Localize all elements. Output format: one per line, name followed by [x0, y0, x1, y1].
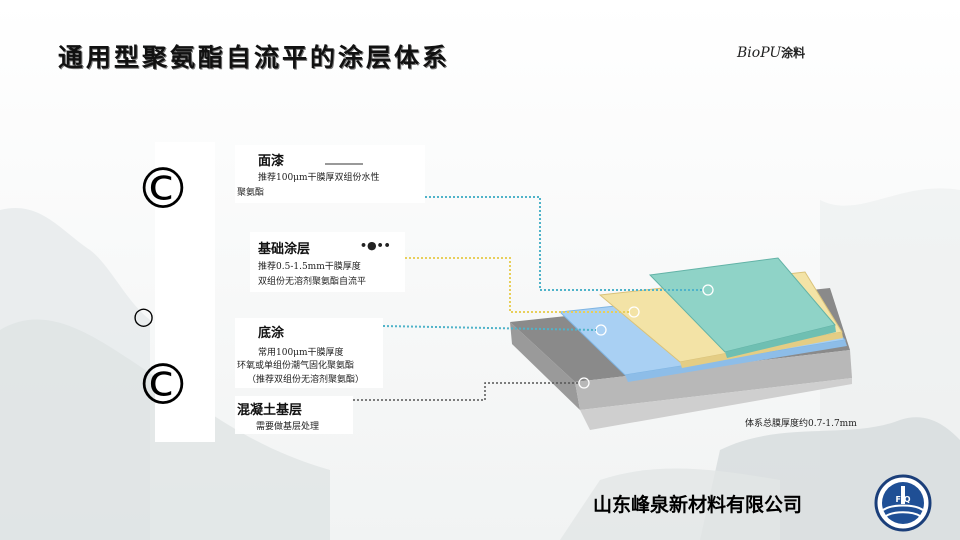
label-bg-primer: [235, 318, 383, 388]
layer-desc-primer-3: （推荐双组份无溶剂聚氨酯）: [247, 375, 365, 385]
layer-desc-primer-1: 常用100μm干膜厚度: [258, 348, 344, 358]
company-logo: F Q: [874, 474, 932, 532]
label-bg-base: [250, 232, 405, 292]
leader-line-topcoat: [425, 196, 703, 291]
layer-heading-topcoat: 面漆: [258, 154, 285, 169]
layer-desc-concrete-1: 需要做基层处理: [256, 422, 320, 432]
page-title: 通用型聚氨酯自流平的涂层体系: [58, 43, 451, 72]
copyright-icon-top: ©: [135, 157, 191, 222]
logo-letters: F Q: [895, 495, 910, 504]
company-name: 山东峰泉新材料有限公司: [593, 494, 803, 516]
layer-heading-base: 基础涂层: [258, 242, 311, 257]
layer-heading-primer: 底涂: [258, 326, 285, 341]
layer-desc-topcoat-2: 聚氨酯: [237, 188, 265, 198]
circle-icon: ○: [133, 302, 154, 330]
brand-label: BioPU涂料: [737, 45, 806, 61]
layer-desc-base-1: 推荐0.5-1.5mm干膜厚度: [258, 262, 361, 272]
layer-desc-primer-2: 环氧或单组份潮气固化聚氨酯: [237, 361, 355, 371]
layer-desc-topcoat-1: 推荐100μm干膜厚双组份水性: [258, 173, 380, 183]
layer-desc-base-2: 双组份无溶剂聚氨酯自流平: [258, 277, 367, 287]
leader-line-concrete: [353, 382, 579, 401]
leader-line-base: [405, 257, 629, 313]
left-panel: [155, 142, 215, 442]
callout-dot-topcoat: [702, 284, 714, 296]
leader-line-primer: [382, 325, 597, 331]
copyright-icon-bottom: ©: [135, 353, 191, 418]
topcoat-layer: [648, 257, 836, 358]
layer-heading-concrete: 混凝土基层: [237, 403, 303, 418]
label-bg-concrete: [235, 396, 353, 434]
total-thickness-note: 体系总膜厚度约0.7-1.7mm: [745, 419, 857, 429]
label-bg-topcoat: [235, 145, 425, 203]
callout-dot-concrete: [578, 377, 590, 389]
layer-heading-base-dots: •●••: [360, 239, 391, 252]
